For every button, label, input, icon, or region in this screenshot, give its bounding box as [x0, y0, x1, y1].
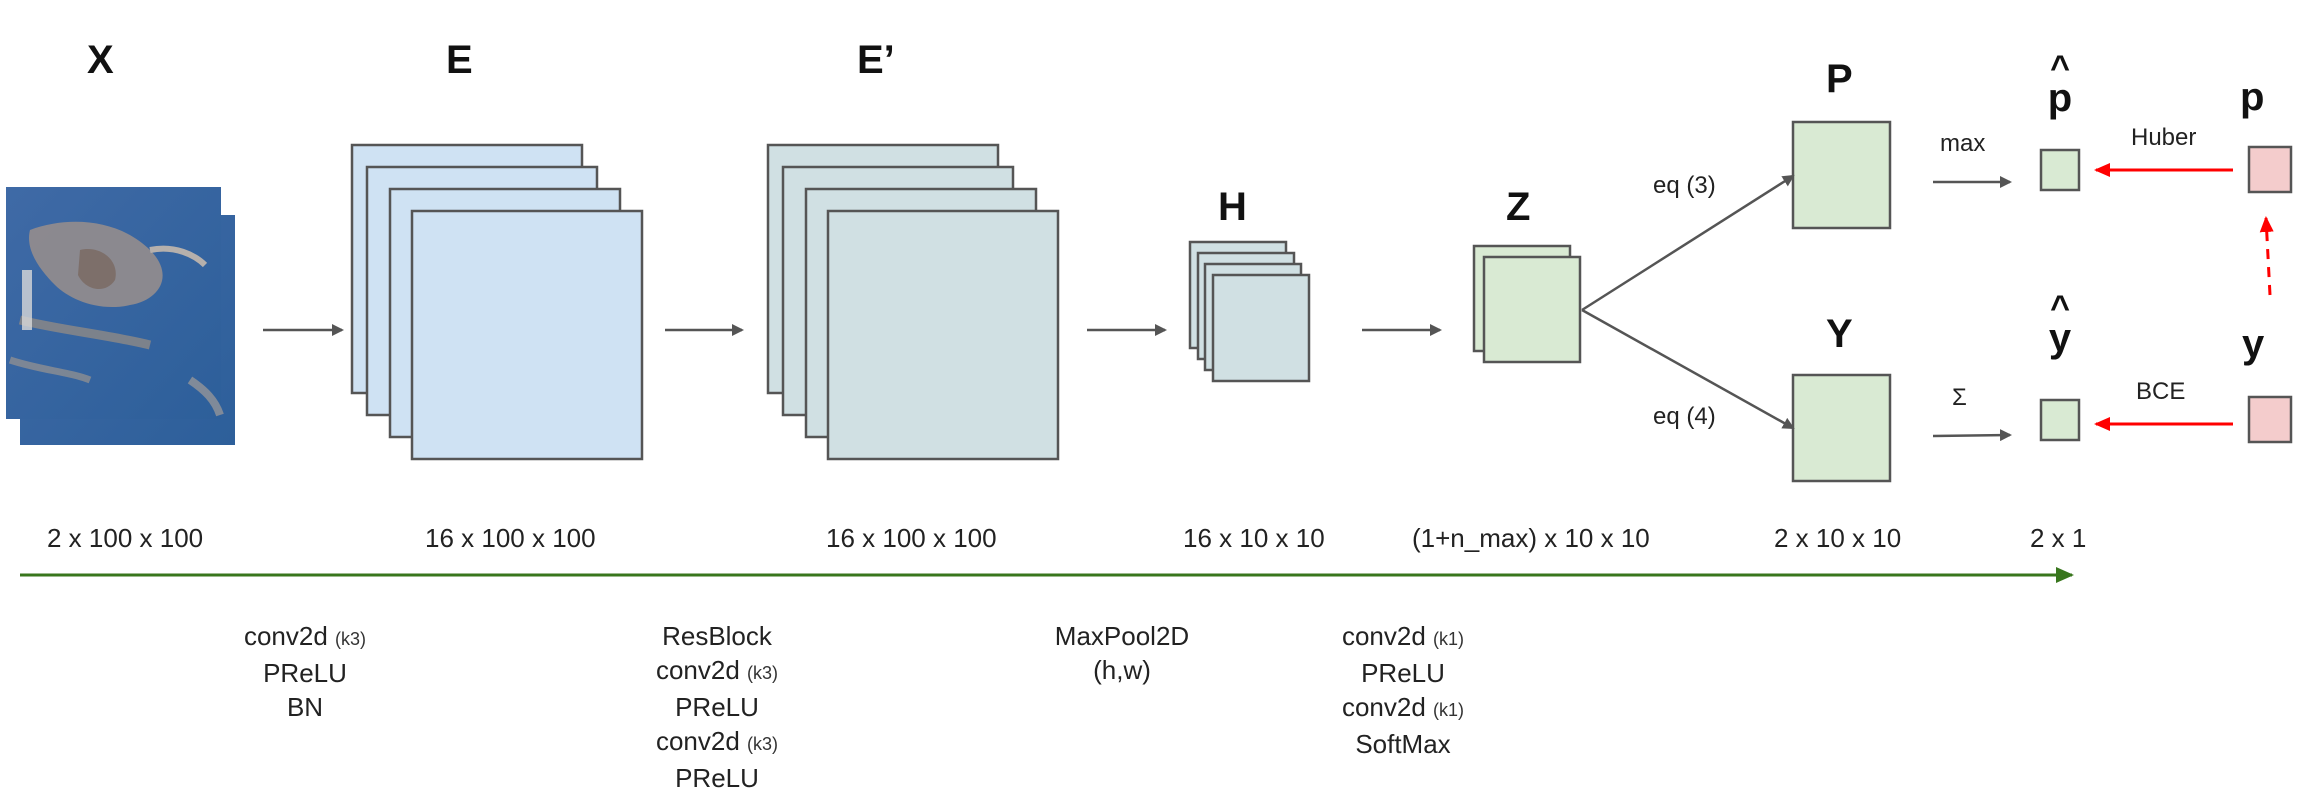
- arrow-z-to-y: [1581, 308, 1795, 430]
- op-line: BN: [286, 692, 324, 722]
- ops-stage2: ResBlock conv2d (k3) PReLU conv2d (k3) P…: [612, 619, 822, 795]
- ops-stage3: MaxPool2D (h,w): [1017, 619, 1227, 687]
- op-line: conv2d (k3): [243, 621, 367, 651]
- label-y: Y: [1826, 312, 1853, 356]
- label-e-prime: E’: [857, 38, 895, 82]
- label-e: E: [446, 38, 473, 82]
- label-y-hat: ^ y: [2040, 289, 2080, 360]
- output-p-hat: [2039, 148, 2081, 192]
- label-eq3: eq (3): [1653, 172, 1716, 199]
- label-max: max: [1940, 130, 1986, 157]
- target-y: [2247, 395, 2293, 444]
- ops-stage1: conv2d (k3) PReLU BN: [200, 619, 410, 724]
- arrow-y-sum: [1932, 429, 2012, 442]
- op-line: PReLU: [675, 763, 759, 793]
- caret-glyph: ^: [2050, 49, 2070, 87]
- dim-out: 2 x 1: [2030, 523, 2087, 553]
- feature-map-z: [1472, 244, 1582, 364]
- op-line: conv2d (k1): [1341, 692, 1465, 722]
- target-p: [2247, 145, 2293, 194]
- op-line: (h,w): [1093, 655, 1151, 685]
- dim-e: 16 x 100 x 100: [425, 523, 596, 553]
- label-target-y: y: [2242, 322, 2265, 366]
- op-line: conv2d (k3): [655, 726, 779, 756]
- label-h: H: [1218, 185, 1247, 229]
- op-line: conv2d (k1): [1341, 621, 1465, 651]
- map-y: [1791, 373, 1892, 483]
- satellite-image-icon: [6, 187, 235, 445]
- label-eq4: eq (4): [1653, 403, 1716, 430]
- letter-glyph: y: [2048, 316, 2072, 360]
- label-z: Z: [1506, 185, 1531, 229]
- label-sum: Σ: [1952, 384, 1967, 411]
- ops-stage4: conv2d (k1) PReLU conv2d (k1) SoftMax: [1298, 619, 1508, 761]
- dim-py: 2 x 10 x 10: [1774, 523, 1902, 553]
- feature-map-h: [1188, 240, 1311, 383]
- op-line: PReLU: [1361, 658, 1445, 688]
- op-line: PReLU: [675, 692, 759, 722]
- op-line: SoftMax: [1355, 729, 1451, 759]
- map-p: [1791, 120, 1892, 230]
- op-line: PReLU: [263, 658, 347, 688]
- feature-map-e-prime: [766, 143, 1060, 461]
- dim-x: 2 x 100 x 100: [47, 523, 204, 553]
- label-x: X: [87, 38, 114, 82]
- letter-glyph: p: [2047, 76, 2073, 120]
- op-line: ResBlock: [662, 621, 772, 651]
- feature-map-e: [350, 143, 644, 461]
- label-p: P: [1826, 57, 1853, 101]
- output-y-hat: [2039, 398, 2081, 442]
- arrow-y-to-p-dashed: [2259, 216, 2274, 296]
- op-line: conv2d (k3): [655, 655, 779, 685]
- label-bce: BCE: [2136, 378, 2186, 405]
- op-line: MaxPool2D: [1054, 621, 1190, 651]
- dim-e-prime: 16 x 100 x 100: [826, 523, 997, 553]
- arrow-z-to-p: [1581, 174, 1795, 312]
- caret-glyph: ^: [2050, 289, 2070, 327]
- label-target-p: p: [2240, 75, 2265, 119]
- label-huber: Huber: [2131, 124, 2197, 151]
- label-p-hat: ^ p: [2040, 49, 2080, 120]
- dim-z: (1+n_max) x 10 x 10: [1412, 523, 1650, 553]
- dim-h: 16 x 10 x 10: [1183, 523, 1325, 553]
